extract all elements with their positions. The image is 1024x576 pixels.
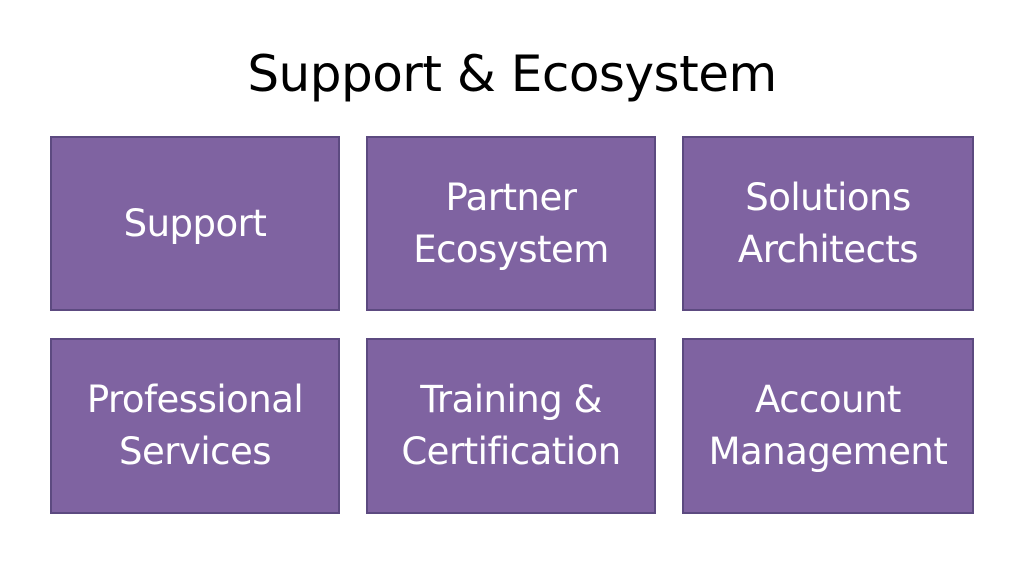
tile-label: Solutions Architects xyxy=(737,175,919,271)
tile-training-certification: Training & Certification xyxy=(366,338,656,514)
tile-partner-ecosystem: Partner Ecosystem xyxy=(366,136,656,311)
tile-support: Support xyxy=(50,136,340,311)
tile-grid: Support Partner Ecosystem Solutions Arch… xyxy=(50,136,974,514)
tile-account-management: Account Management xyxy=(682,338,974,514)
slide-title: Support & Ecosystem xyxy=(247,45,777,103)
tile-label: Training & Certification xyxy=(401,378,621,473)
tile-label: Support xyxy=(123,201,267,245)
tile-solutions-architects: Solutions Architects xyxy=(682,136,974,311)
tile-label: Partner Ecosystem xyxy=(413,175,609,271)
tile-label: Professional Services xyxy=(86,378,304,473)
tile-label: Account Management xyxy=(708,378,948,473)
tile-professional-services: Professional Services xyxy=(50,338,340,514)
